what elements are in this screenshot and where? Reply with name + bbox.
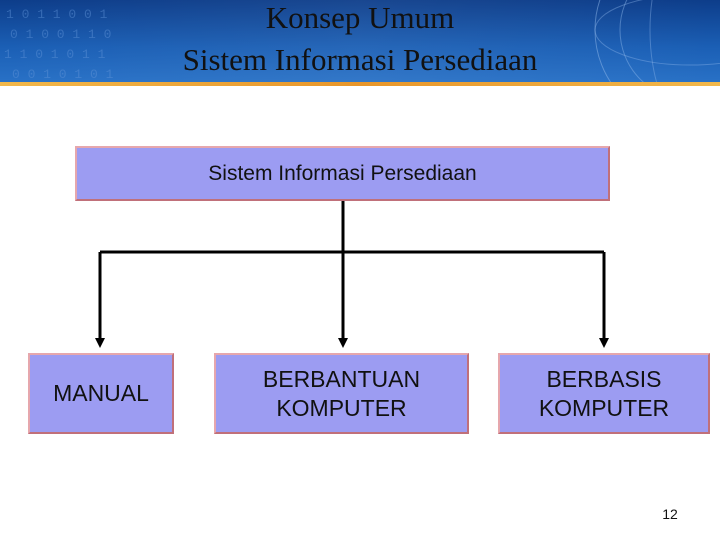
child-node-manual: MANUAL	[28, 353, 174, 434]
header-accent-stripe	[0, 82, 720, 86]
page-number: 12	[662, 506, 678, 522]
child-node-label: BERBANTUAN KOMPUTER	[262, 365, 421, 421]
child-node-label: MANUAL	[53, 380, 149, 406]
child-node-label: BERBASIS KOMPUTER	[538, 365, 670, 421]
root-node-box: Sistem Informasi Persediaan	[75, 146, 610, 201]
child-node-berbantuan-komputer: BERBANTUAN KOMPUTER	[214, 353, 469, 434]
slide-title-line-2: Sistem Informasi Persediaan	[182, 42, 538, 77]
child-node-berbasis-komputer: BERBASIS KOMPUTER	[498, 353, 710, 434]
root-node-label: Sistem Informasi Persediaan	[208, 161, 477, 185]
slide-header: 1 0 1 1 0 0 1 0 1 0 0 1 1 0 1 1 0 1 0 1 …	[0, 0, 720, 86]
header-binary-globe-graphic: 1 0 1 1 0 0 1 0 1 0 0 1 1 0 1 1 0 1 0 1 …	[0, 0, 720, 86]
slide-title-line-1: Konsep Umum	[265, 0, 455, 35]
